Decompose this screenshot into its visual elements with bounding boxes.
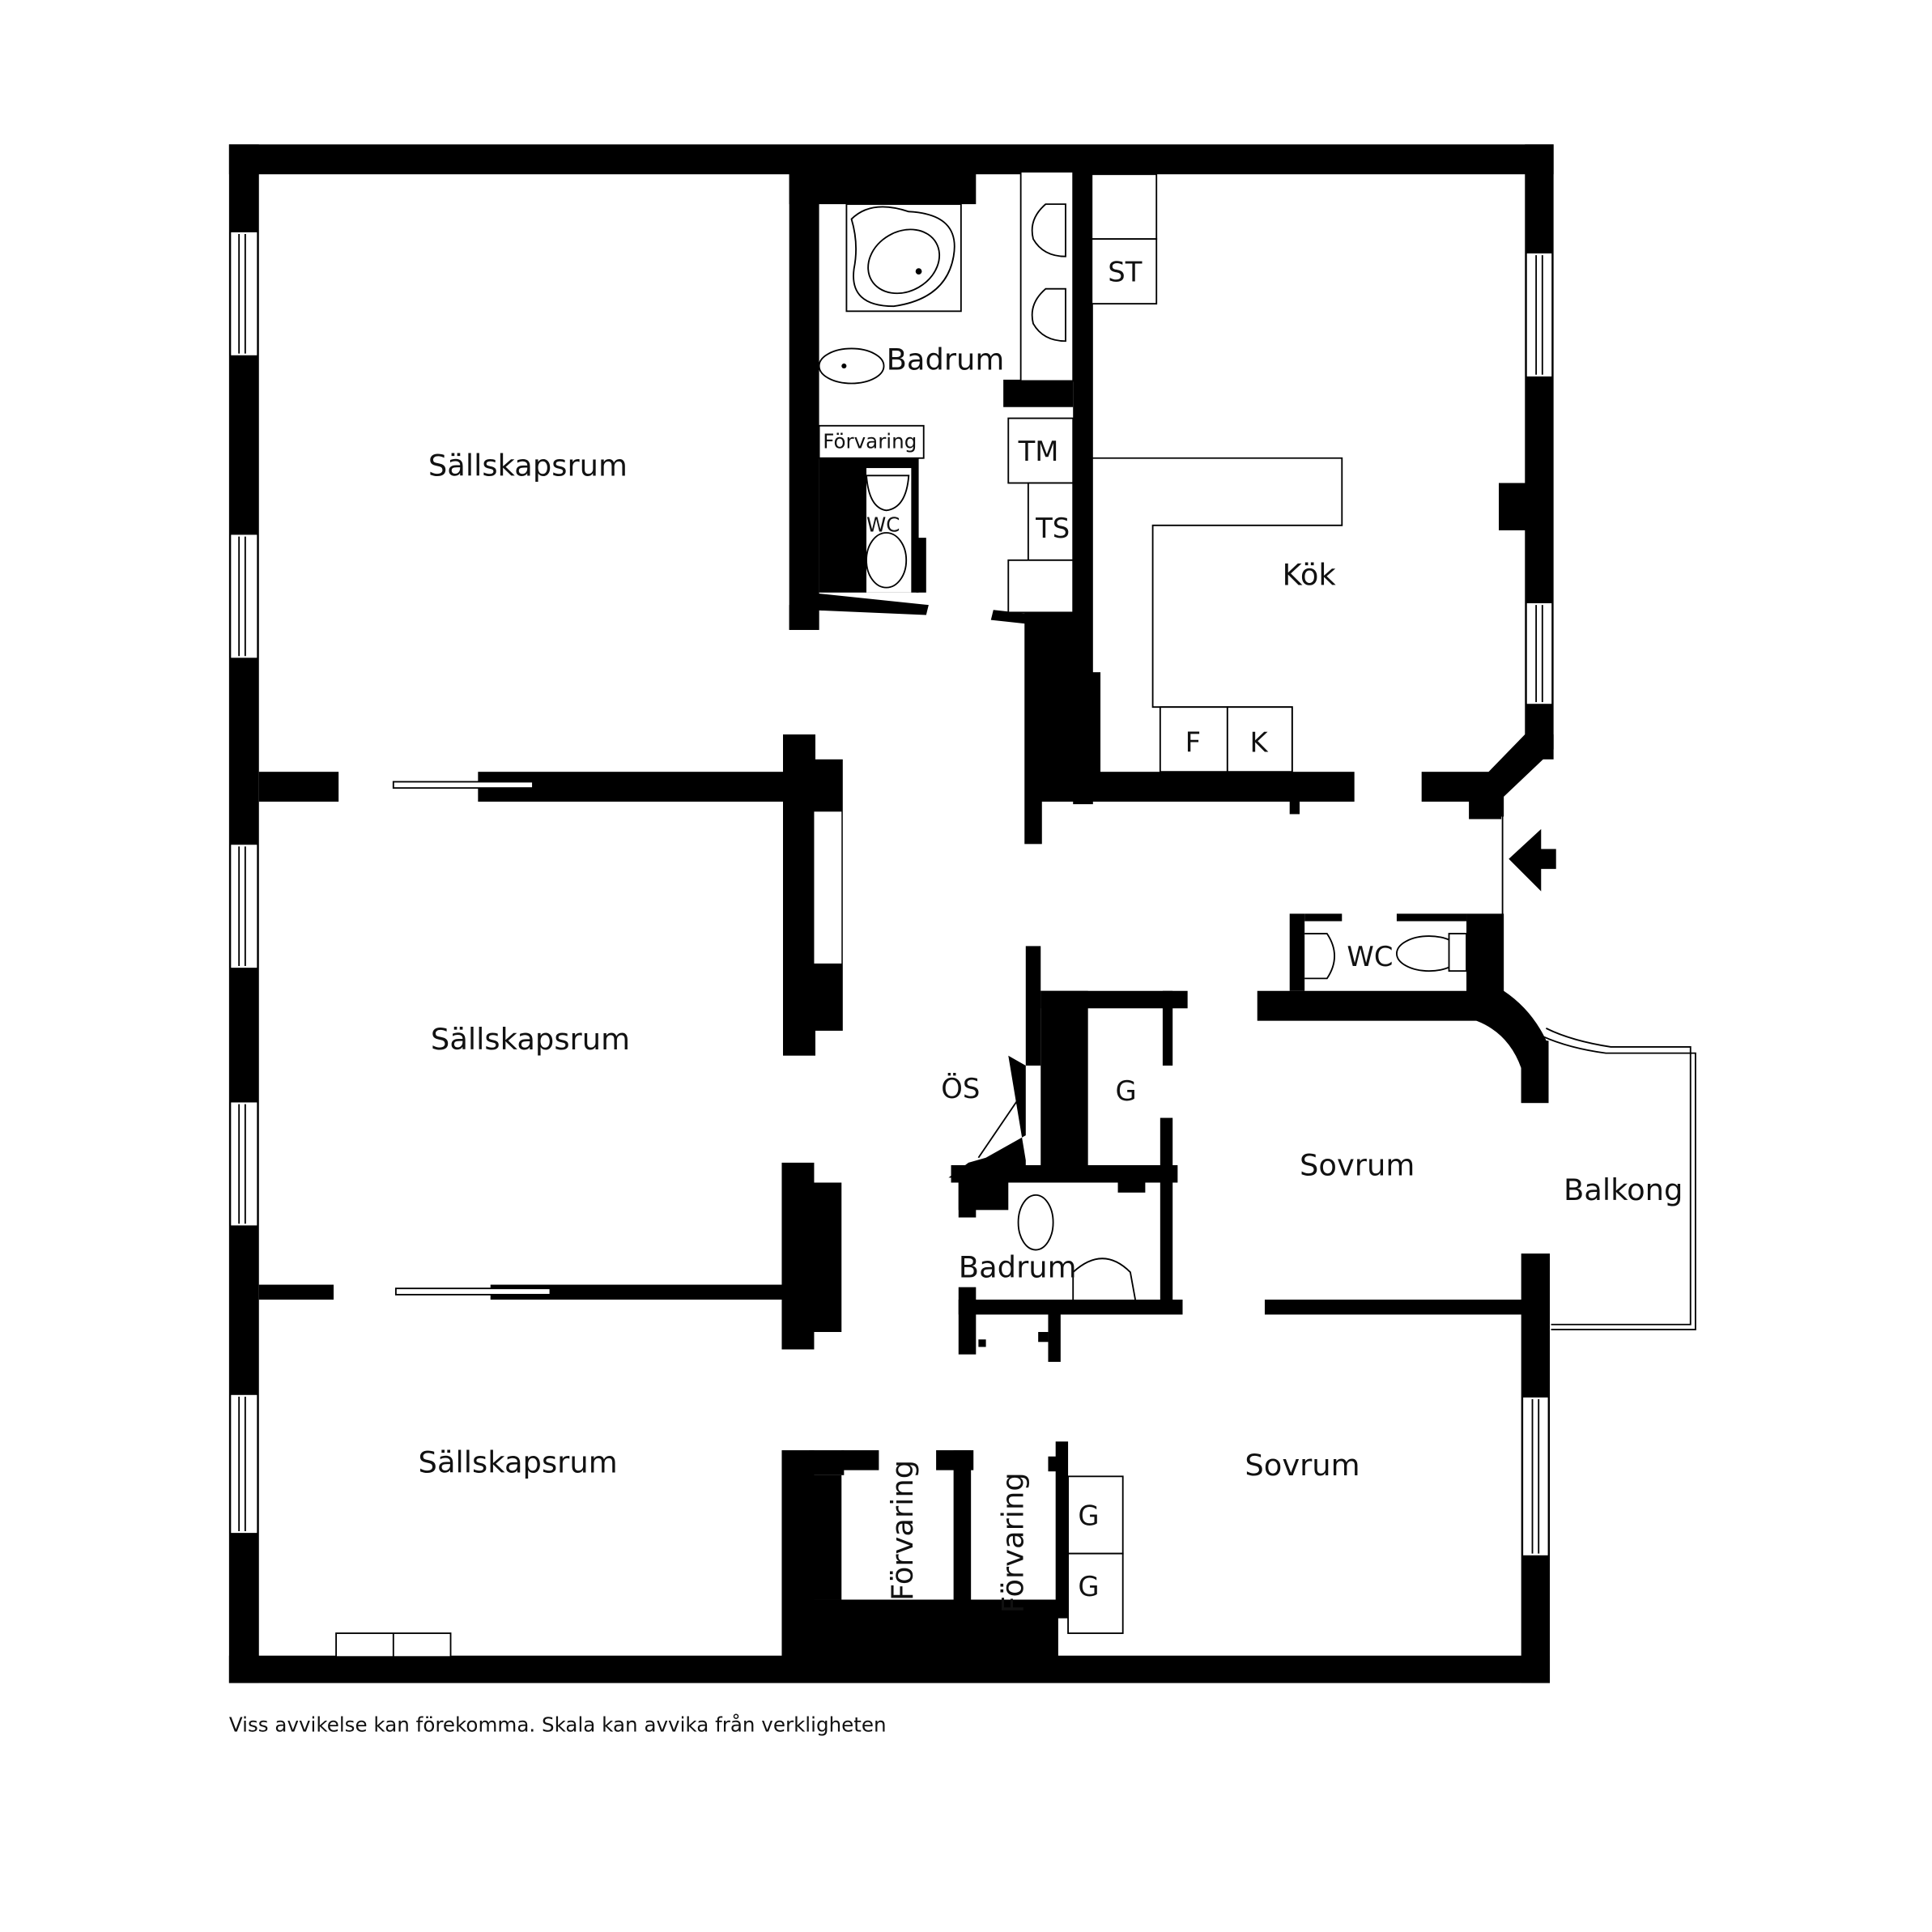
sink-icon [1031,203,1066,257]
room-label-bedroom-bottom: Sovrum [1245,1448,1360,1483]
entrance [1501,816,1556,917]
corner-bathtub-icon [850,206,955,308]
label-tm: TM [1018,436,1059,467]
room-label-wc-hall: WC [1347,941,1393,972]
kitchen-fixtures [1091,173,1554,819]
room-label-storage-1: Förvaring [885,1460,920,1601]
label-os: ÖS [941,1072,980,1104]
room-label-bathroom-top: Badrum [887,343,1005,377]
windows-left [229,231,259,1534]
hall-wc [1257,913,1549,1104]
room-label-living-top: Sällskapsrum [428,448,628,483]
room-label-bedroom-top: Sovrum [1300,1147,1415,1182]
label-g-1: G [1078,1500,1099,1531]
toilet-icon [866,532,908,589]
entrance-arrow-icon [1509,828,1556,892]
room-label-storage-2: Förvaring [996,1472,1031,1613]
label-f: F [1185,727,1201,759]
label-ts: TS [1035,513,1070,544]
bidet-icon [818,347,885,385]
wc-sink-icon [1304,933,1335,980]
room-label-storage-bath: Förvaring [823,429,917,453]
storage-walls [809,1441,1124,1656]
windows-right [1498,252,1554,1557]
bathroom-top-fixtures [818,171,1075,614]
window-bottom [335,1632,452,1658]
room-label-kitchen: Kök [1282,558,1336,593]
balcony [1540,1028,1696,1330]
wc-sink-icon [866,474,910,512]
disclaimer-caption: Viss avvikelse kan förekomma. Skala kan … [229,1713,887,1736]
bathroom-top-walls [789,169,1355,845]
sink-icon [1031,287,1066,343]
toilet-icon [1017,1194,1054,1251]
room-labels: Sällskapsrum Sällskapsrum Sällskapsrum B… [419,256,1683,1613]
label-k: K [1250,727,1269,759]
room-label-bathroom-small: Badrum [959,1249,1077,1284]
label-g-2: G [1078,1571,1099,1602]
room-label-living-mid: Sällskapsrum [431,1022,630,1057]
room-label-wc-top: WC [866,513,900,536]
label-st: ST [1108,256,1142,287]
central-walls [948,946,1188,1362]
bedroom-walls [1264,1300,1524,1315]
sink-icon [1072,1258,1136,1300]
room-label-balcony: Balkong [1564,1172,1683,1207]
label-g-central: G [1115,1075,1136,1107]
room-label-living-bottom: Sällskapsrum [419,1445,618,1480]
interior-walls-west [258,734,1058,1662]
